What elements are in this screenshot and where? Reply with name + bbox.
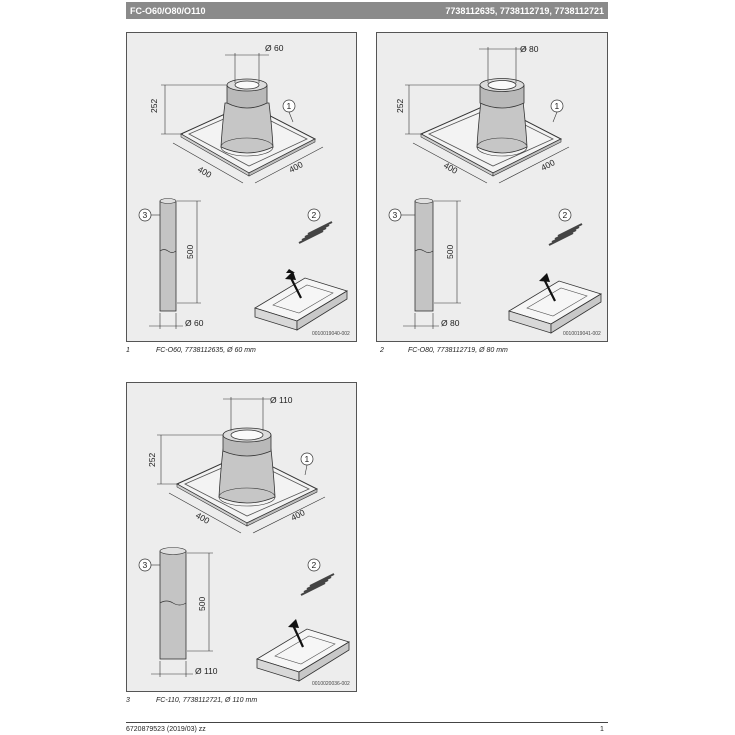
caption-2: FC-O80, 7738112719, Ø 80 mm xyxy=(408,347,508,354)
footer-document-number: 6720879523 (2019/03) zz xyxy=(126,726,206,733)
footer-page-number: 1 xyxy=(600,726,604,733)
side-a-label: 400 xyxy=(196,164,214,180)
side-b-label: 400 xyxy=(287,159,304,175)
diameter-label: Ø 80 xyxy=(520,44,539,54)
image-code: 0010019041-002 xyxy=(563,331,601,337)
caption-number-3: 3 xyxy=(126,697,130,704)
header-product-range: FC-O60/O80/O110 xyxy=(130,5,206,16)
side-a-label: 400 xyxy=(194,510,212,526)
pipe-diameter-label: Ø 110 xyxy=(195,666,218,676)
callout-3: 3 xyxy=(393,210,398,220)
caption-number-1: 1 xyxy=(126,347,130,354)
pipe-length-label: 500 xyxy=(185,245,195,259)
figure-panel-2: Ø 80 252 400 400 1 3 500 Ø 80 2 xyxy=(376,32,608,342)
callout-3: 3 xyxy=(143,560,148,570)
diameter-label: Ø 110 xyxy=(270,395,293,405)
callout-2: 2 xyxy=(312,210,317,220)
figure-panel-1: Ø 60 252 400 400 1 3 500 Ø 60 2 xyxy=(126,32,357,342)
pipe-length-label: 500 xyxy=(197,597,207,611)
height-label: 252 xyxy=(395,99,405,113)
figure-3-drawing: Ø 110 252 400 400 1 3 500 Ø 110 2 xyxy=(138,395,350,687)
pipe-diameter-label: Ø 80 xyxy=(441,318,460,328)
callout-1: 1 xyxy=(555,101,560,111)
header-bar: FC-O60/O80/O110 7738112635, 7738112719, … xyxy=(126,2,608,19)
callout-1: 1 xyxy=(287,101,292,111)
side-b-label: 400 xyxy=(539,157,556,173)
callout-3: 3 xyxy=(143,210,148,220)
pipe-diameter-label: Ø 60 xyxy=(185,318,204,328)
callout-1: 1 xyxy=(305,454,310,464)
figure-panel-3: Ø 110 252 400 400 1 3 500 Ø 110 2 xyxy=(126,382,357,692)
header-article-numbers: 7738112635, 7738112719, 7738112721 xyxy=(445,5,604,16)
image-code: 0010020036-002 xyxy=(312,681,350,687)
figure-2-drawing: Ø 80 252 400 400 1 3 500 Ø 80 2 xyxy=(388,44,602,337)
image-code: 0010019040-002 xyxy=(312,331,350,337)
callout-2: 2 xyxy=(563,210,568,220)
caption-number-2: 2 xyxy=(380,347,384,354)
side-a-label: 400 xyxy=(442,160,460,176)
caption-3: FC-110, 7738112721, Ø 110 mm xyxy=(156,697,258,704)
diameter-label: Ø 60 xyxy=(265,43,284,53)
footer-divider xyxy=(126,722,608,723)
side-b-label: 400 xyxy=(289,507,306,523)
figure-1-drawing: Ø 60 252 400 400 1 3 500 Ø 60 2 xyxy=(138,43,350,337)
height-label: 252 xyxy=(149,99,159,113)
height-label: 252 xyxy=(147,453,157,467)
caption-1: FC-O60, 7738112635, Ø 60 mm xyxy=(156,347,256,354)
pipe-length-label: 500 xyxy=(445,245,455,259)
callout-2: 2 xyxy=(312,560,317,570)
